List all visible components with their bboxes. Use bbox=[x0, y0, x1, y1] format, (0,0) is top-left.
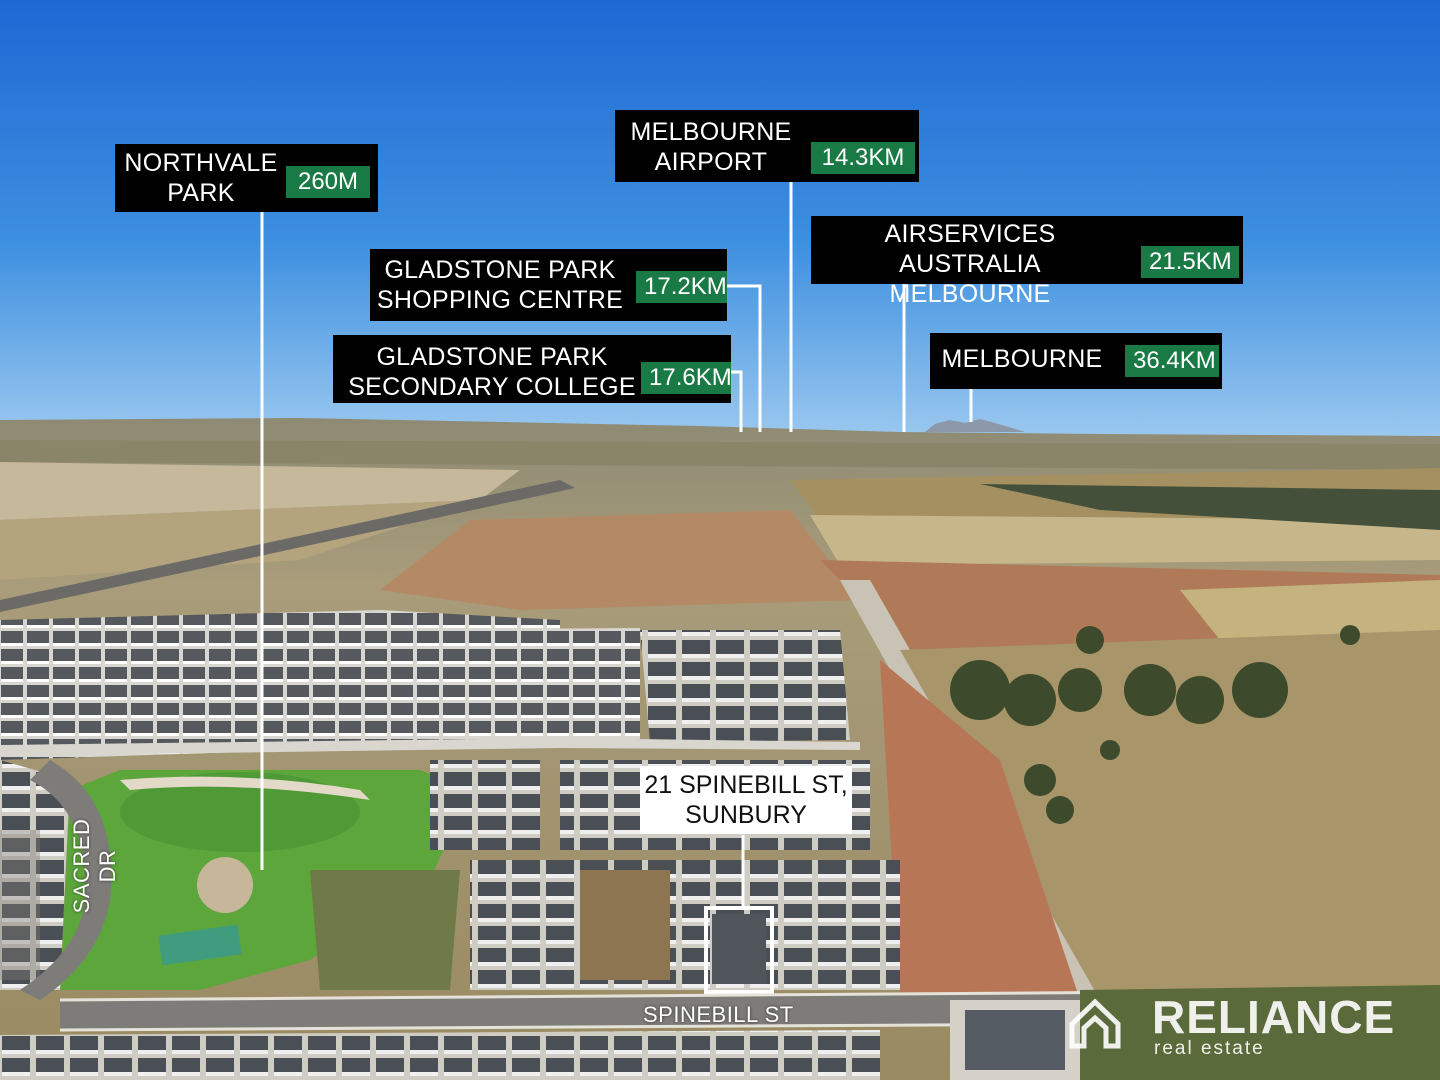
brand-name: RELIANCE bbox=[1152, 991, 1396, 1043]
callout-name: MELBOURNE AIRPORT bbox=[630, 118, 792, 176]
street-label-sacred-dr: SACRED DR bbox=[69, 818, 120, 914]
callout-melbourne-airport: MELBOURNE AIRPORT 14.3KM bbox=[615, 110, 919, 182]
oval-field bbox=[120, 772, 360, 852]
callout-airservices-australia-melbourne: AIRSERVICES AUSTRALIA MELBOURNE 21.5KM bbox=[811, 216, 1243, 308]
distance-badge: 17.6KM bbox=[641, 362, 732, 394]
callout-name: AIRSERVICES AUSTRALIA MELBOURNE bbox=[884, 220, 1056, 308]
subject-lot-outline bbox=[704, 906, 774, 994]
distant-mountains bbox=[925, 419, 1025, 432]
distance-badge: 36.4KM bbox=[1125, 345, 1219, 377]
callout-northvale-park: NORTHVALE PARK 260M bbox=[115, 144, 378, 212]
leader-lines bbox=[260, 182, 973, 910]
callout-gladstone-park-shopping-centre: GLADSTONE PARK SHOPPING CENTRE 17.2KM bbox=[370, 249, 727, 321]
callout-gladstone-park-secondary-college: GLADSTONE PARK SECONDARY COLLEGE 17.6KM bbox=[333, 335, 732, 403]
construction-site bbox=[380, 510, 860, 610]
callout-name: MELBOURNE bbox=[941, 345, 1103, 373]
street-sacred bbox=[20, 760, 112, 1000]
callout-name: NORTHVALE PARK bbox=[124, 149, 278, 207]
brand-tagline: real estate bbox=[1154, 1038, 1265, 1059]
distance-badge: 21.5KM bbox=[1141, 246, 1239, 278]
reliance-logo: RELIANCE real estate bbox=[1068, 990, 1428, 1060]
street-label-spinebill-st: SPINEBILL ST bbox=[643, 1002, 794, 1027]
distance-badge: 260M bbox=[286, 166, 370, 198]
callout-name: GLADSTONE PARK SHOPPING CENTRE bbox=[376, 256, 624, 314]
callout-melbourne: MELBOURNE 36.4KM bbox=[930, 333, 1222, 389]
callout-name: GLADSTONE PARK SECONDARY COLLEGE bbox=[348, 343, 636, 401]
property-address-label: 21 SPINEBILL ST, SUNBURY bbox=[640, 766, 852, 834]
distance-badge: 17.2KM bbox=[636, 271, 727, 303]
house-logo-icon bbox=[1069, 998, 1121, 1049]
distance-badge: 14.3KM bbox=[811, 142, 915, 174]
